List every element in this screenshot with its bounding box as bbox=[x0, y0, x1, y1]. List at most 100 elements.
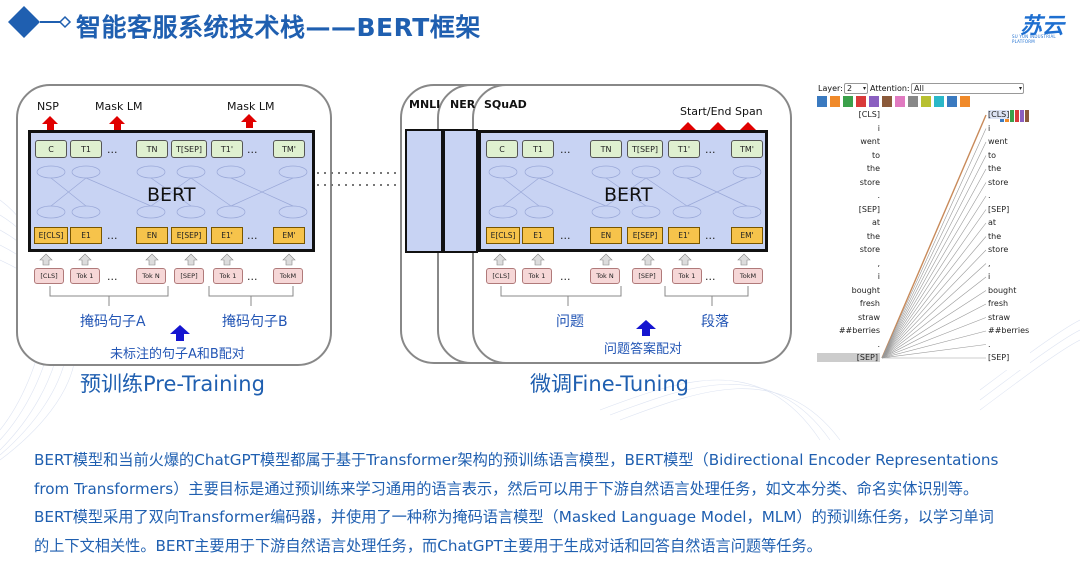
attention-line bbox=[881, 168, 987, 359]
finetune-input-token: Tok 1 bbox=[672, 268, 702, 284]
attention-left-token[interactable]: straw bbox=[857, 312, 880, 322]
pretrain-masklm-label-2: Mask LM bbox=[227, 100, 275, 113]
attention-head-swatch-small bbox=[1025, 110, 1029, 122]
attention-right-token[interactable]: to bbox=[988, 150, 997, 160]
attention-head-swatch[interactable] bbox=[947, 96, 957, 107]
attention-left-token[interactable]: ##berries bbox=[838, 326, 880, 335]
pretrain-output-arrow-icon bbox=[109, 116, 125, 130]
attention-right-token[interactable]: the bbox=[988, 164, 1002, 173]
attention-right-token[interactable]: straw bbox=[988, 312, 1011, 322]
attention-left-token[interactable]: i bbox=[877, 272, 880, 281]
attention-right-token[interactable]: store bbox=[988, 245, 1009, 254]
finetune-span-label: Start/End Span bbox=[680, 105, 763, 118]
attention-left-token[interactable]: , bbox=[877, 258, 880, 268]
finetune-caption: 微调Fine-Tuning bbox=[530, 372, 689, 396]
pretrain-embedding: E[SEP] bbox=[171, 227, 207, 244]
attention-right-token[interactable]: , bbox=[988, 258, 991, 268]
attention-head-swatch[interactable] bbox=[856, 96, 866, 107]
attention-left-token[interactable]: went bbox=[860, 137, 880, 146]
attention-right-token[interactable]: i bbox=[988, 272, 991, 281]
finetune-transformer-connections bbox=[488, 165, 762, 219]
attention-select-value: All bbox=[914, 84, 924, 93]
attention-head-swatch[interactable] bbox=[908, 96, 918, 107]
attention-right-token[interactable]: at bbox=[988, 218, 997, 227]
pretrain-sentence-brackets bbox=[49, 286, 294, 306]
finetune-question-label: 问题 bbox=[556, 314, 584, 330]
attention-left-token[interactable]: . bbox=[877, 339, 880, 349]
finetune-output-token: TM' bbox=[731, 140, 763, 158]
attention-right-token[interactable]: [SEP] bbox=[988, 204, 1010, 214]
pretrain-output-token: TM' bbox=[273, 140, 305, 158]
finetune-output-token: T[SEP] bbox=[627, 140, 663, 158]
pretrain-output-ellipsis: ... bbox=[107, 143, 118, 156]
attention-left-token[interactable]: [SEP] bbox=[858, 204, 880, 214]
attention-right-token[interactable]: [CLS] bbox=[988, 110, 1010, 119]
attention-line bbox=[881, 344, 987, 359]
attention-head-swatch[interactable] bbox=[960, 96, 970, 107]
attention-left-token[interactable]: bought bbox=[851, 285, 880, 295]
attention-right-token[interactable]: [SEP] bbox=[988, 353, 1010, 362]
pretrain-embedding: E1 bbox=[70, 227, 102, 244]
description-line: from Transformers）主要目标是通过预训练来学习通用的语言表示，然… bbox=[34, 479, 979, 498]
attention-line bbox=[881, 182, 987, 359]
attention-line bbox=[881, 222, 987, 359]
attention-line bbox=[881, 195, 987, 359]
pretrain-output-arrow-icon bbox=[241, 114, 257, 128]
pretrain-input-ellipsis: ... bbox=[107, 270, 118, 283]
finetune-output-ellipsis: ... bbox=[560, 143, 571, 156]
attention-right-token[interactable]: i bbox=[988, 123, 991, 133]
finetune-input-token: [SEP] bbox=[632, 268, 662, 284]
attention-left-token[interactable]: fresh bbox=[859, 299, 880, 308]
attention-head-swatch[interactable] bbox=[843, 96, 853, 107]
attention-right-token[interactable]: . bbox=[988, 339, 991, 349]
attention-right-token[interactable]: store bbox=[988, 177, 1009, 187]
pretrain-bert-label: BERT bbox=[147, 184, 196, 206]
pretrain-caption: 预训练Pre-Training bbox=[80, 372, 265, 396]
attention-head-swatch[interactable] bbox=[830, 96, 840, 107]
finetune-bracket-lines bbox=[500, 286, 749, 306]
pretrain-output-arrow-icon bbox=[42, 116, 58, 130]
attention-line bbox=[881, 141, 987, 359]
pretrain-embedding-ellipsis: ... bbox=[107, 229, 118, 242]
attention-head-swatch[interactable] bbox=[895, 96, 905, 107]
finetune-embedding: EM' bbox=[731, 227, 763, 244]
pretrain-input-token: Tok 1 bbox=[213, 268, 243, 284]
attention-left-token[interactable]: [SEP] bbox=[816, 353, 880, 362]
attention-head-swatch[interactable] bbox=[817, 96, 827, 107]
attention-left-token[interactable]: the bbox=[866, 231, 880, 241]
attention-line bbox=[881, 128, 987, 359]
attention-right-token[interactable]: . bbox=[988, 191, 991, 200]
attention-line bbox=[881, 209, 987, 359]
finetune-embedding: EN bbox=[590, 227, 622, 244]
pretrain-input-token: Tok N bbox=[136, 268, 166, 284]
attention-head-swatch[interactable] bbox=[934, 96, 944, 107]
attention-right-token[interactable]: fresh bbox=[988, 299, 1009, 308]
attention-left-token[interactable]: i bbox=[877, 123, 880, 133]
attention-head-swatch-small bbox=[1015, 110, 1019, 122]
finetune-embedding: E[CLS] bbox=[486, 227, 520, 244]
attention-left-token[interactable]: to bbox=[871, 150, 880, 160]
attention-select[interactable]: All ▾ bbox=[911, 83, 1024, 94]
finetune-output-token: C bbox=[486, 140, 518, 158]
attention-right-token[interactable]: the bbox=[988, 231, 1002, 241]
chevron-down-icon: ▾ bbox=[1018, 85, 1022, 92]
attention-right-token[interactable]: bought bbox=[988, 285, 1017, 295]
pretrain-input-token: [SEP] bbox=[174, 268, 204, 284]
attention-head-swatch[interactable] bbox=[869, 96, 879, 107]
attention-left-token[interactable]: store bbox=[859, 177, 880, 187]
attention-left-token[interactable]: . bbox=[877, 191, 880, 200]
attention-left-token[interactable]: store bbox=[859, 245, 880, 254]
description-paragraph: BERT模型和当前火爆的ChatGPT模型都属于基于Transformer架构的… bbox=[34, 446, 1034, 560]
finetune-mnli-strip bbox=[405, 129, 443, 253]
attention-head-swatch[interactable] bbox=[921, 96, 931, 107]
attention-left-token[interactable]: the bbox=[866, 164, 880, 173]
finetune-output-token: T1 bbox=[522, 140, 554, 158]
attention-head-swatch[interactable] bbox=[882, 96, 892, 107]
attention-right-token[interactable]: went bbox=[988, 137, 1008, 146]
layer-select[interactable]: 2 ▾ bbox=[844, 83, 868, 94]
brand-logo: 苏云 bbox=[1020, 14, 1065, 39]
pretrain-sentence-b-label: 掩码句子B bbox=[222, 314, 288, 330]
attention-left-token[interactable]: at bbox=[871, 218, 880, 227]
attention-left-token[interactable]: [CLS] bbox=[858, 110, 880, 119]
attention-right-token[interactable]: ##berries bbox=[988, 326, 1030, 335]
